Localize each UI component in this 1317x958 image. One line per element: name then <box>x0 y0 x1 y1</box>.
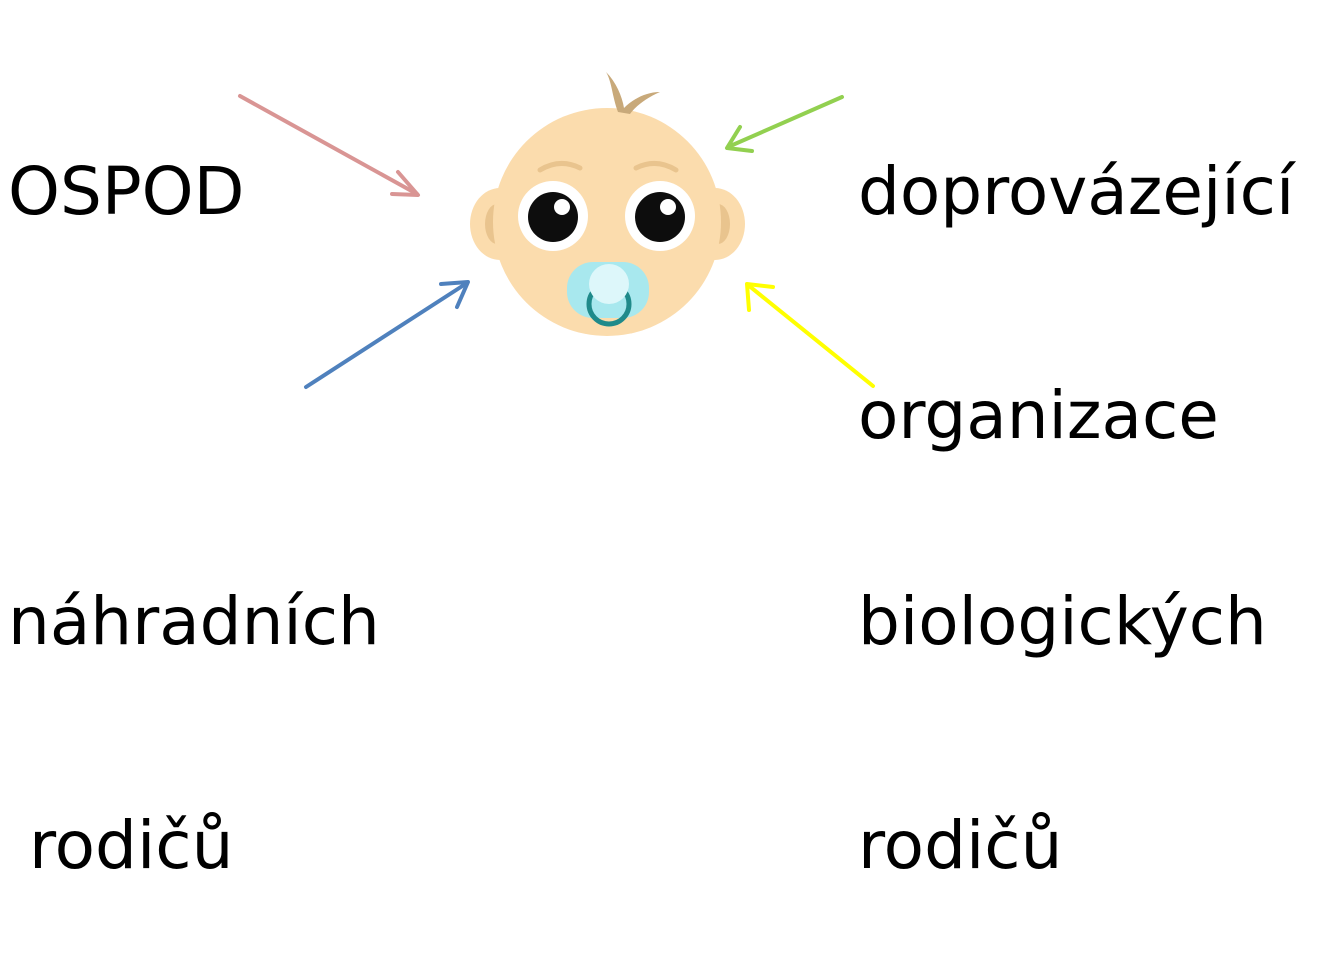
label-biological-parents: biologických rodičů <box>858 436 1267 958</box>
baby-face-icon <box>470 72 745 336</box>
right-eye-pupil <box>635 192 685 242</box>
label-ospod: OSPOD <box>8 6 244 304</box>
arrow-organization <box>727 97 842 151</box>
right-eye-shine <box>660 199 676 215</box>
pacifier-knob <box>589 264 629 304</box>
arrow-ospod <box>240 96 418 195</box>
label-foster-parents-line-1: náhradních <box>8 585 380 660</box>
label-biological-parents-line-1: biologických <box>858 585 1267 660</box>
hair-tuft <box>606 72 660 114</box>
label-foster-parents-line-2: rodičů <box>8 809 380 884</box>
arrow-foster-parents <box>306 282 468 387</box>
label-organization-line-1: doprovázející <box>858 155 1294 230</box>
arrow-biological-parents <box>747 284 873 386</box>
label-ospod-line-1: OSPOD <box>8 155 244 230</box>
left-eye-pupil <box>528 192 578 242</box>
left-eye-shine <box>554 199 570 215</box>
label-biological-parents-line-2: rodičů <box>858 809 1267 884</box>
label-foster-parents: náhradních rodičů <box>8 436 380 958</box>
